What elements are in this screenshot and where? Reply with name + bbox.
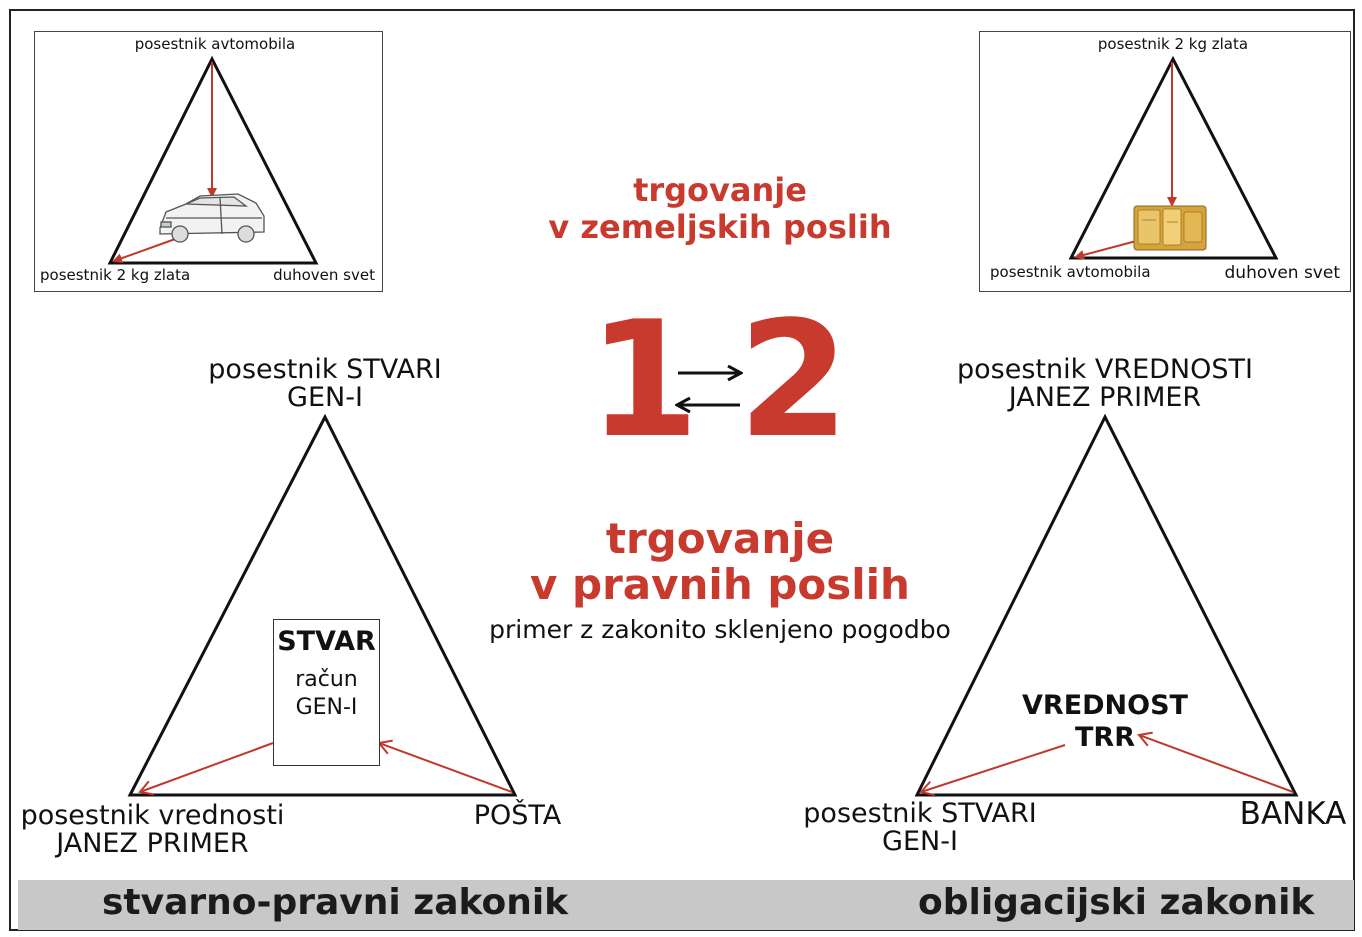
tr-bottom-left-label: posestnik avtomobila [990,263,1151,281]
rt-center-line1: VREDNOST [1022,690,1188,721]
legal-title-line1: trgovanje [605,514,835,563]
legal-subtitle: primer z zakonito sklenjeno pogodbo [489,615,951,644]
rt-center-label: VREDNOST TRR [1010,690,1200,754]
footer-right-label: obligacijski zakonik [918,882,1315,923]
digit-two: 2 [738,286,850,473]
stvar-box-line1: račun [295,667,358,692]
top-left-panel [34,31,383,292]
footer-bar: stvarno-pravni zakonik obligacijski zako… [18,880,1354,930]
stvar-box-line2: GEN-I [295,695,358,720]
stvar-box: STVAR račun GEN-I [273,619,380,766]
tl-bottom-right-label: duhoven svet [273,266,375,284]
lt-bottom-right-label: POŠTA [473,800,562,831]
lt-bottom-left-label: posestnik vrednosti JANEZ PRIMER [15,800,290,860]
footer-left-label: stvarno-pravni zakonik [102,882,569,923]
tl-bottom-left-label: posestnik 2 kg zlata [40,266,191,284]
tl-apex-label: posestnik avtomobila [134,35,296,53]
top-right-triangle [1068,55,1279,260]
transfer-arrow-to-janez [138,742,274,796]
exchange-arrows-icon [678,373,740,405]
stvar-box-title: STVAR [277,626,376,657]
digit-one: 1 [588,286,699,473]
lt-apex-line1: posestnik STVARI [208,354,442,385]
lt-bottom-left-line1: posestnik vrednosti [20,800,285,831]
gold-bars-icon [1133,205,1207,251]
transfer-arrow-to-trr [1137,731,1294,793]
earthly-title-line1: trgovanje [633,171,807,209]
transfer-arrow-left [1074,239,1141,260]
transfer-arrow-left [112,237,179,263]
lt-bottom-left-line2: JANEZ PRIMER [56,828,249,860]
legal-title: trgovanje v pravnih poslih [500,514,940,610]
right-triangle [914,413,1299,797]
earthly-title: trgovanje v zemeljskih poslih [520,172,920,246]
lt-apex-label: posestnik STVARI GEN-I [185,354,465,414]
rt-center-line2: TRR [1075,721,1135,753]
left-triangle [127,413,518,797]
rt-apex-line1: posestnik VREDNOSTI [957,354,1253,385]
legal-title-line2: v pravnih poslih [530,560,910,610]
transfer-arrow-to-box [377,739,513,793]
rt-bottom-right-label: BANKA [1239,796,1347,832]
rt-bottom-left-line1: posestnik STVARI [803,798,1037,829]
tr-bottom-right-label: duhoven svet [1224,263,1340,283]
lt-apex-line2: GEN-I [287,382,363,414]
rt-bottom-left-line2: GEN-I [882,826,958,858]
car-icon [159,193,265,243]
rt-bottom-left-label: posestnik STVARI GEN-I [790,798,1050,858]
tr-apex-label: posestnik 2 kg zlata [1097,35,1249,53]
transfer-arrow-to-geni [919,744,1066,796]
rt-apex-line2: JANEZ PRIMER [1008,382,1202,414]
outer-frame [9,9,1355,931]
top-left-triangle [107,55,319,265]
earthly-title-line2: v zemeljskih poslih [548,207,892,246]
rt-apex-label: posestnik VREDNOSTI JANEZ PRIMER [945,354,1265,414]
